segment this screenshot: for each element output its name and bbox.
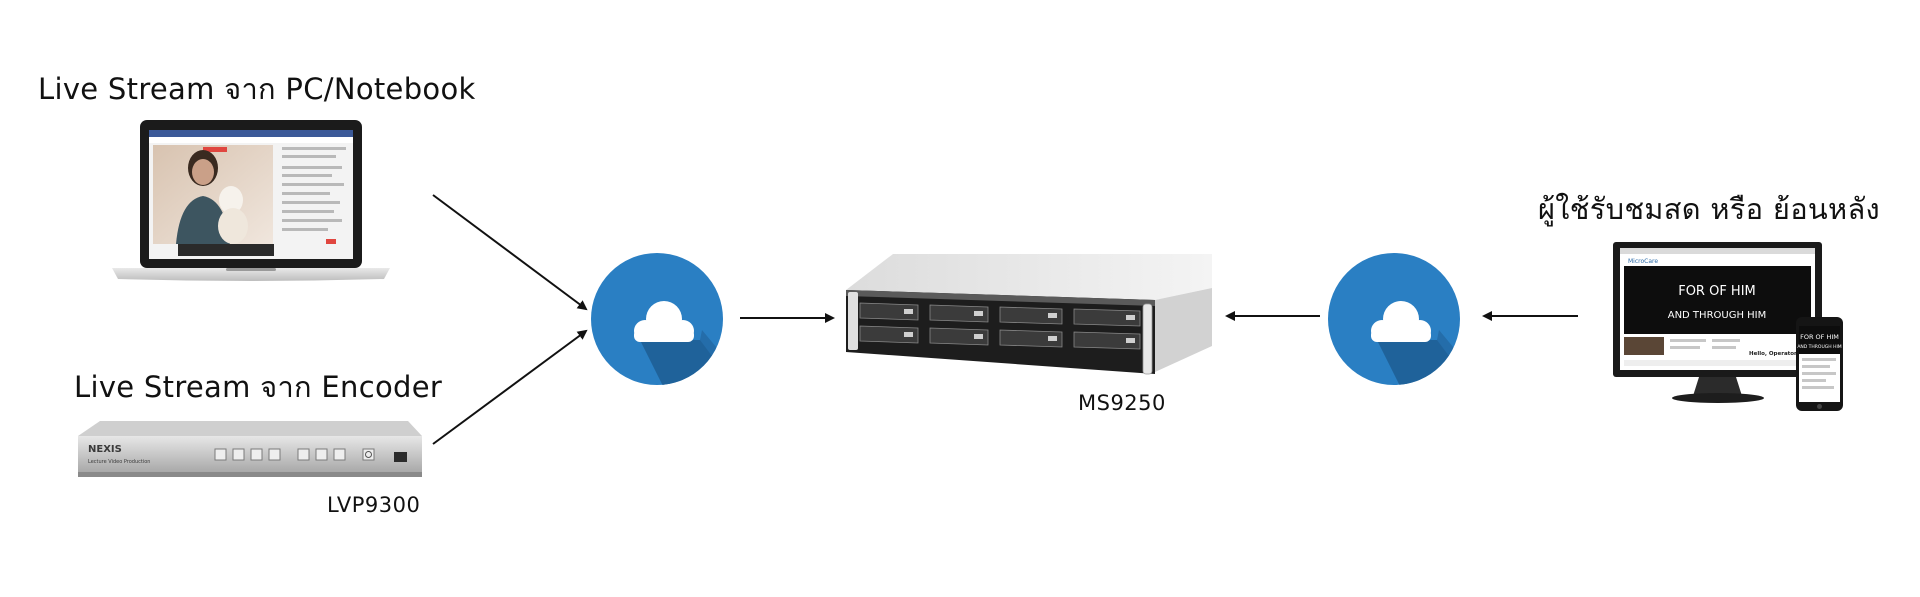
pc-source-heading: Live Stream จาก PC/Notebook xyxy=(38,72,476,106)
arrow-pc-to-cloud xyxy=(432,194,588,311)
encoder-model-label: LVP9300 xyxy=(327,493,421,517)
cloud-icon-left xyxy=(591,253,723,385)
phone-device: FOR OF HIM AND THROUGH HIM xyxy=(1796,317,1843,411)
flow-arrows xyxy=(432,194,1578,445)
monitor-headline-2: AND THROUGH HIM xyxy=(1668,310,1767,321)
viewers-heading: ผู้ใช้รับชมสด หรือ ย้อนหลัง xyxy=(1538,192,1880,226)
arrow-encoder-to-cloud xyxy=(432,329,588,445)
monitor-headline-1: FOR OF HIM xyxy=(1678,284,1756,299)
monitor-device: MicroCare FOR OF HIM AND THROUGH HIM Hel… xyxy=(1613,242,1822,403)
laptop-device xyxy=(112,120,390,281)
monitor-brand: MicroCare xyxy=(1628,258,1658,265)
encoder-caption: Lecture Video Production xyxy=(88,459,150,465)
encoder-device: NEXIS Lecture Video Production xyxy=(78,421,422,477)
cloud-icon-right xyxy=(1328,253,1460,385)
encoder-source-heading: Live Stream จาก Encoder xyxy=(74,370,443,404)
server-model-label: MS9250 xyxy=(1078,391,1166,415)
encoder-brand: NEXIS xyxy=(88,444,122,455)
monitor-greeting: Hello, Operator xyxy=(1749,351,1797,357)
server-device xyxy=(846,254,1212,375)
phone-headline-1: FOR OF HIM xyxy=(1800,333,1839,341)
phone-headline-2: AND THROUGH HIM xyxy=(1797,344,1841,350)
